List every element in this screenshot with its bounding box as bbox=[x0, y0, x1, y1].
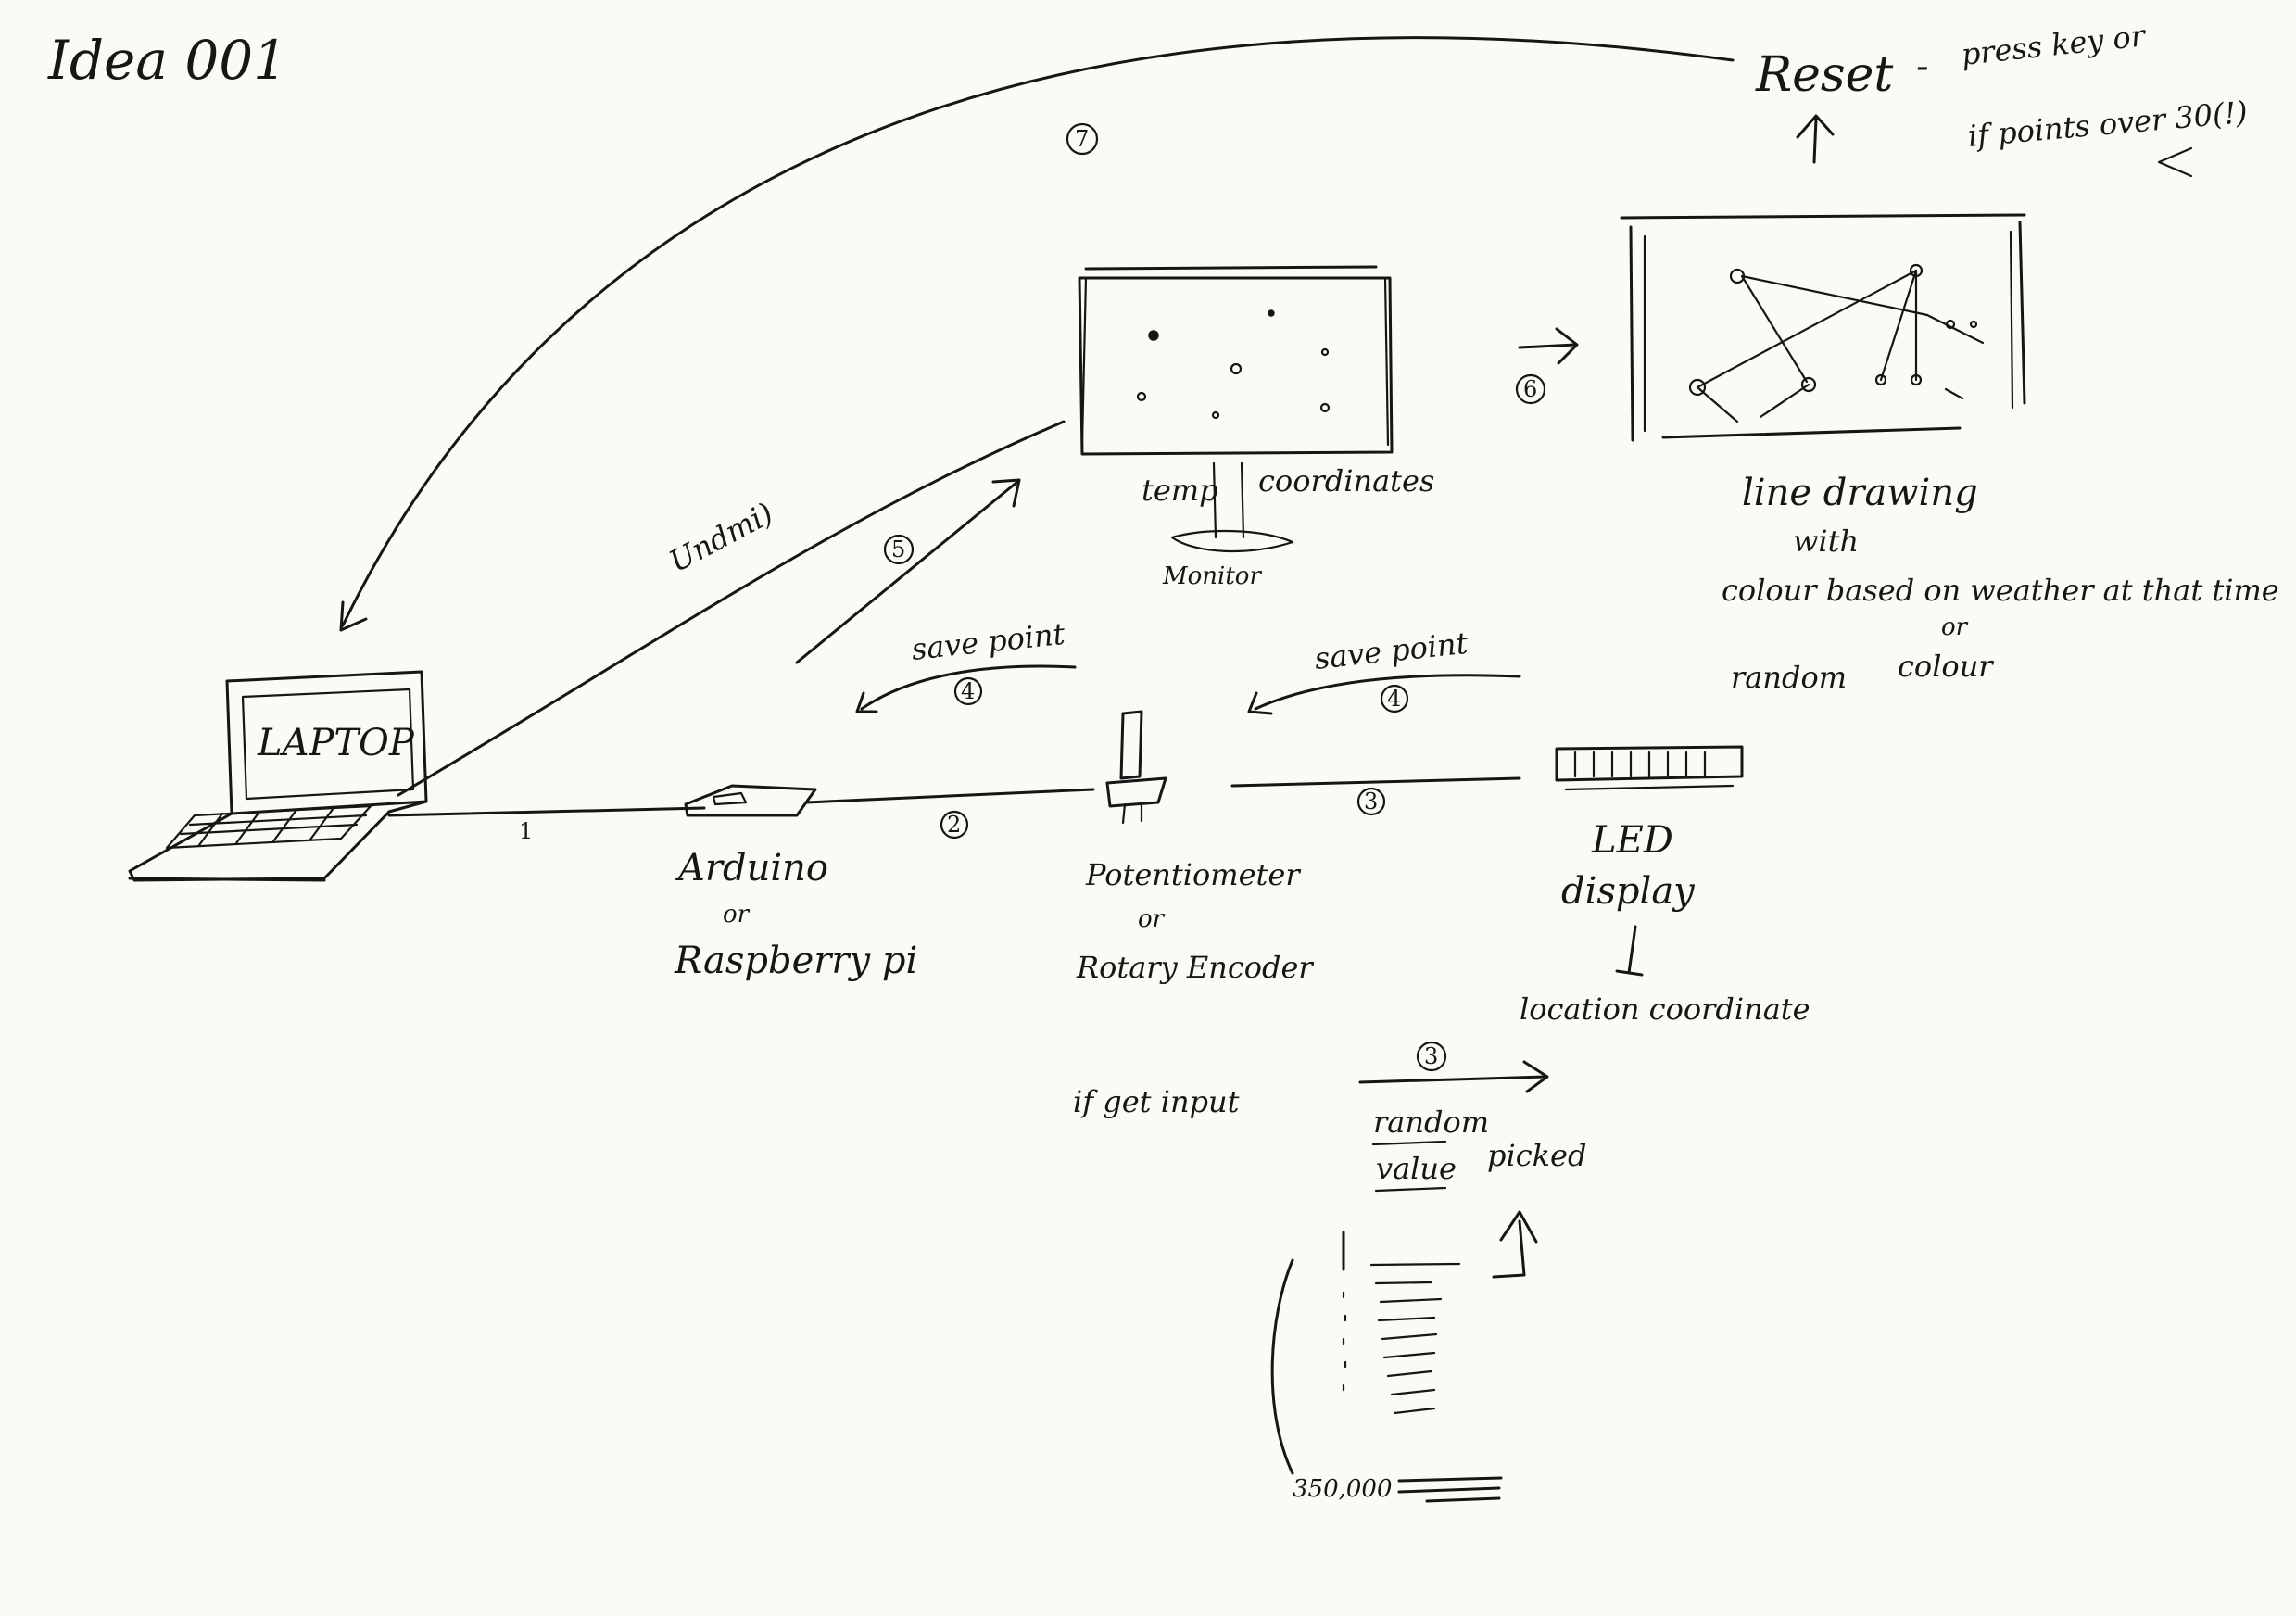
step-7-circle bbox=[1066, 122, 1099, 156]
led-label-line3: location coordinate bbox=[1520, 991, 1810, 1027]
potentiometer-sketch bbox=[1105, 710, 1167, 825]
page-title: Idea 001 bbox=[47, 29, 287, 92]
step-2-circle bbox=[940, 810, 969, 840]
step-5-arrow bbox=[795, 480, 1019, 664]
hdmi-label: Undmi) bbox=[663, 496, 779, 579]
monitor-label-bottom: Monitor bbox=[1162, 562, 1262, 590]
step-3b-arrow bbox=[1358, 1075, 1547, 1084]
step-2-label: 2 bbox=[947, 812, 961, 838]
hdmi-cable bbox=[397, 420, 1066, 797]
laptop-label: LAPTOP bbox=[257, 722, 415, 764]
step-3-circle bbox=[1356, 787, 1386, 816]
line-drawing-label-random: random bbox=[1731, 660, 1847, 695]
led-label-line1: LED bbox=[1591, 819, 1673, 862]
line-drawing-label-or: or bbox=[1941, 613, 1969, 641]
value-scale-sketch bbox=[1270, 1231, 1503, 1503]
save-point-left-arrow bbox=[860, 664, 1077, 711]
potentiometer-label-line1: Potentiometer bbox=[1085, 857, 1301, 892]
step-6-circle bbox=[1515, 373, 1546, 405]
reset-line2: if points over 30(!) bbox=[1966, 95, 2249, 154]
step-4a-label: 4 bbox=[961, 678, 975, 704]
led-label-line2: display bbox=[1561, 870, 1696, 913]
step-3b-label: 3 bbox=[1424, 1043, 1438, 1069]
picked-label: picked bbox=[1487, 1138, 1586, 1173]
picked-up-arrow bbox=[1492, 1210, 1538, 1279]
potentiometer-label-line2: or bbox=[1138, 905, 1166, 933]
reset-dash: - bbox=[1916, 45, 1929, 88]
potentiometer-label-line3: Rotary Encoder bbox=[1076, 950, 1314, 985]
step-4b-circle bbox=[1380, 684, 1409, 713]
line-drawing-label-line2: with bbox=[1793, 524, 1859, 559]
led-down-arrow bbox=[1615, 925, 1644, 977]
arduino-board bbox=[684, 784, 817, 817]
step-7-arrow bbox=[341, 36, 1735, 627]
monitor-label-right: coordinates bbox=[1258, 463, 1434, 499]
step-5-label: 5 bbox=[891, 537, 905, 562]
if-get-input-label: if get input bbox=[1073, 1084, 1240, 1119]
cable-laptop-arduino bbox=[387, 806, 706, 817]
line-drawing-monitor-sketch bbox=[1620, 213, 2026, 442]
cable-arduino-potentiometer bbox=[804, 788, 1095, 804]
led-display-sketch bbox=[1555, 745, 1744, 791]
reset-line1: press key or bbox=[1960, 18, 2148, 72]
arduino-label-line1: Arduino bbox=[675, 847, 828, 890]
step-1-label: 1 bbox=[519, 818, 533, 844]
reset-caret bbox=[2157, 146, 2193, 178]
step-3b-circle bbox=[1416, 1041, 1447, 1072]
save-point-right-label: save point bbox=[1313, 625, 1470, 676]
reset-up-arrow bbox=[1796, 114, 1835, 164]
arduino-label-line2: or bbox=[723, 901, 751, 928]
cable-potentiometer-led bbox=[1230, 776, 1521, 788]
step-6-label: 6 bbox=[1523, 376, 1537, 402]
step-6-arrow bbox=[1518, 343, 1577, 349]
save-point-left-label: save point bbox=[910, 616, 1066, 667]
line-drawing-label-colour: colour bbox=[1898, 649, 1994, 684]
step-4a-circle bbox=[953, 676, 983, 706]
laptop-sketch bbox=[128, 670, 428, 882]
step-7-label: 7 bbox=[1075, 126, 1089, 152]
line-drawing-label-line3: colour based on weather at that time bbox=[1722, 573, 2279, 608]
value-label: value bbox=[1376, 1151, 1457, 1186]
step-4b-label: 4 bbox=[1387, 686, 1401, 712]
step-3-label: 3 bbox=[1364, 789, 1378, 814]
step-5-circle bbox=[883, 534, 915, 565]
monitor-temp-sketch bbox=[1078, 265, 1394, 553]
scale-value-label: 350,000 bbox=[1293, 1475, 1393, 1503]
arduino-label-line3: Raspberry pi bbox=[674, 940, 917, 982]
random-label: random bbox=[1373, 1105, 1489, 1140]
save-point-right-arrow bbox=[1254, 674, 1521, 711]
reset-label: Reset bbox=[1755, 47, 1893, 103]
line-drawing-label-line1: line drawing bbox=[1742, 472, 1978, 514]
monitor-label-left: temp bbox=[1142, 473, 1218, 508]
